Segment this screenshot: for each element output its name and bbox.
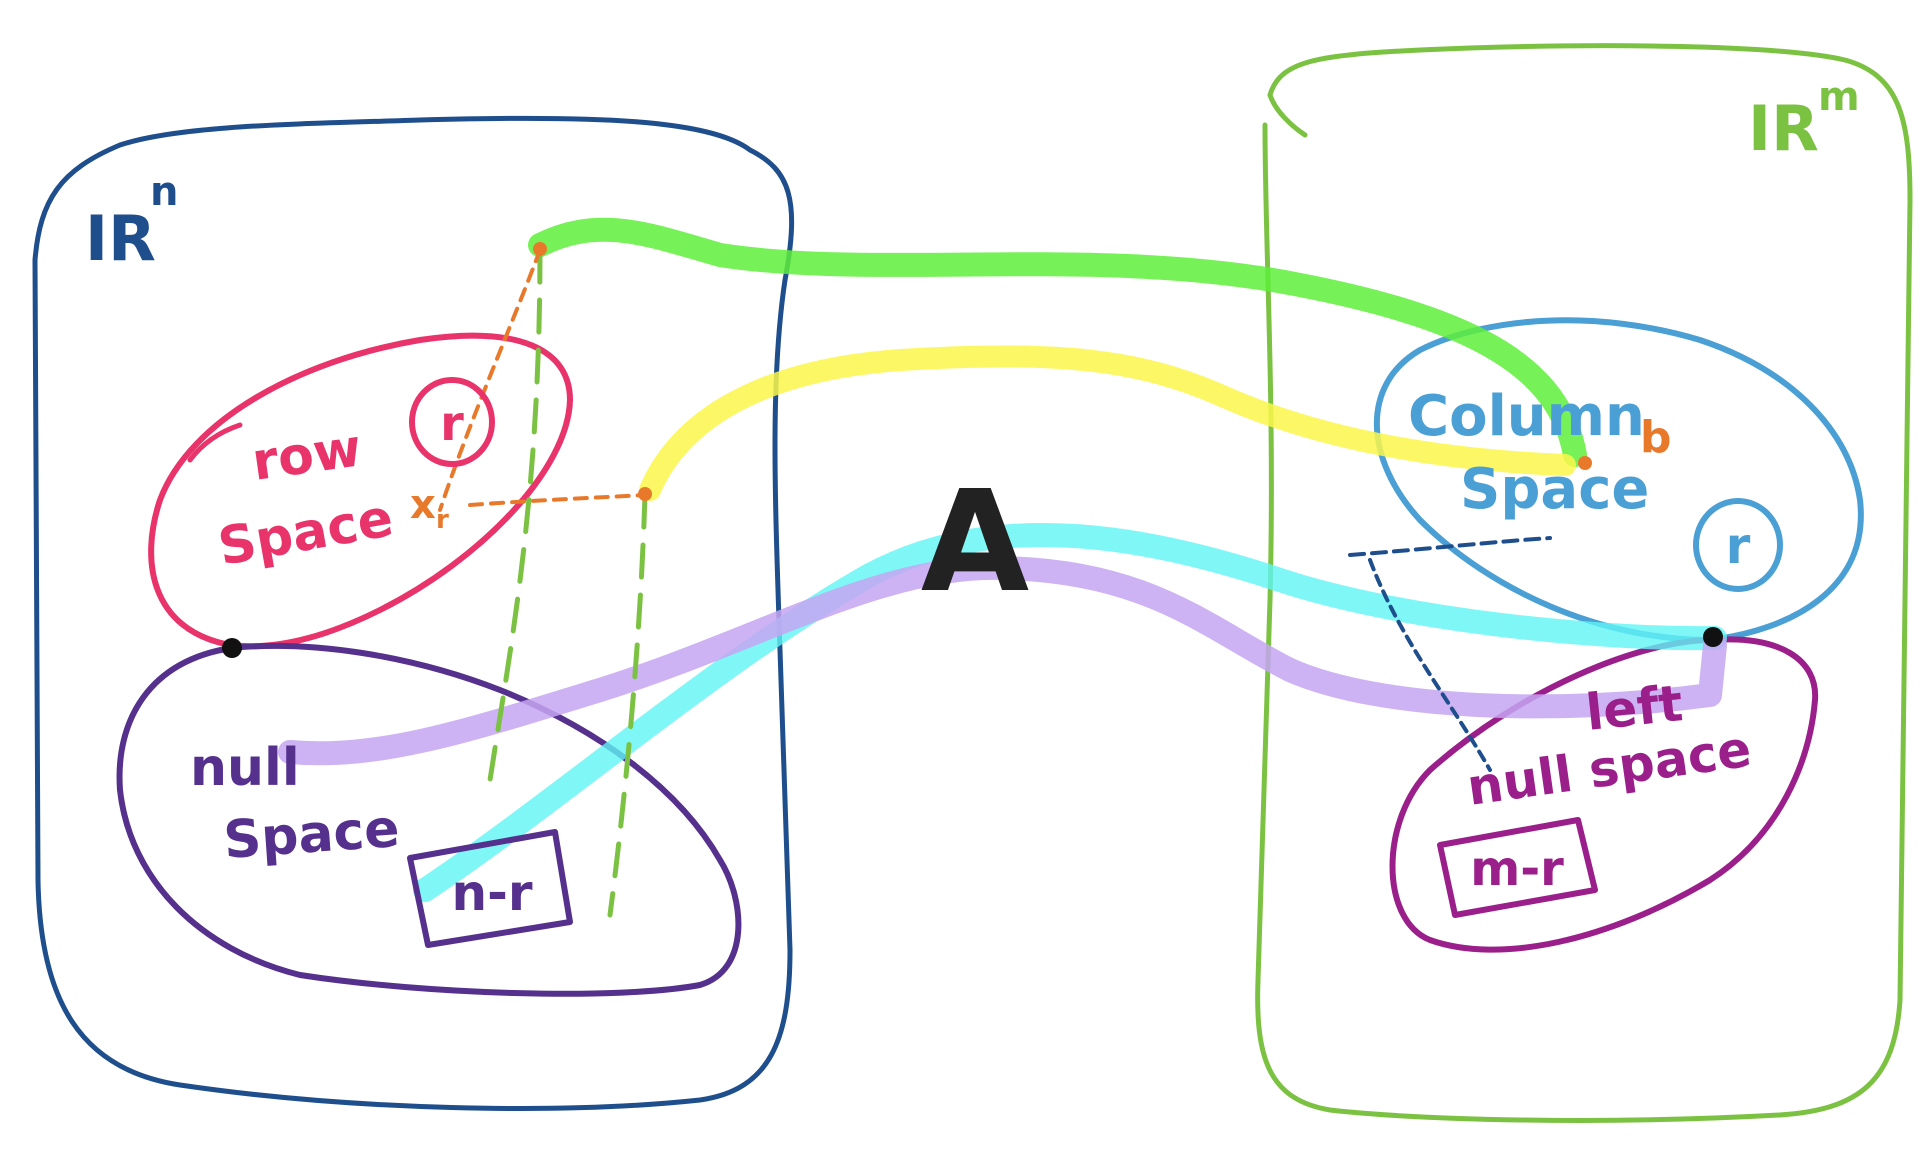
- domain-space-exponent: n: [150, 169, 178, 215]
- domain-origin-point: [222, 638, 242, 658]
- null-space-dim: n-r: [451, 864, 532, 922]
- b-point: [1578, 456, 1592, 470]
- null-space-dim-box: [407, 829, 573, 948]
- null-space-label-line2: Space: [222, 799, 402, 871]
- codomain-outline-tick: [1267, 92, 1308, 138]
- codomain-space-outline: [1255, 43, 1913, 1123]
- orthogonal-dash-horizontal: [468, 493, 647, 507]
- codomain-origin-point: [1703, 627, 1723, 647]
- map-band-xr-to-b: [528, 217, 1587, 467]
- codomain-space-exponent: m: [1818, 74, 1860, 120]
- xr-point: [533, 242, 547, 256]
- row-space-dim: r: [440, 396, 464, 452]
- left-null-pointer-vertical: [1368, 558, 1492, 772]
- left-null-space-dim-box: [1437, 817, 1598, 918]
- column-space-label-line1: Column: [1408, 384, 1645, 449]
- row-space-dim-circle: [409, 377, 495, 467]
- left-null-pointer-horizontal: [1348, 536, 1552, 557]
- matrix-a-label: A: [921, 461, 1029, 624]
- row-space-outline-flick: [187, 422, 243, 463]
- rowspace-projection-point: [638, 487, 652, 501]
- row-space-label-line1: row: [248, 418, 365, 493]
- row-space-label-line2: Space: [214, 488, 398, 578]
- b-label: b: [1640, 412, 1672, 463]
- column-space-dim-circle: [1693, 498, 1783, 592]
- map-band-nullspace-to-zero: [413, 522, 1727, 902]
- projection-dash-xr: [487, 247, 543, 783]
- xr-label: x: [410, 482, 436, 528]
- null-space-label-line1: null: [190, 738, 300, 798]
- map-band-rowspace-to-colspace: [639, 345, 1576, 501]
- codomain-space-label: IR: [1748, 92, 1819, 165]
- column-space-label-line2: Space: [1460, 457, 1649, 522]
- left-null-space-dim: m-r: [1470, 841, 1564, 897]
- null-space-outline: [116, 642, 742, 997]
- xr-subscript: r: [436, 505, 449, 535]
- column-space-dim: r: [1726, 517, 1751, 575]
- left-null-space-outline: [1389, 636, 1819, 953]
- orthogonal-dash-diagonal: [438, 248, 542, 512]
- column-space-outline: [1373, 317, 1864, 643]
- domain-space-label: IR: [85, 202, 156, 275]
- row-space-outline: [148, 332, 573, 650]
- left-null-space-label-line1: left: [1583, 674, 1685, 742]
- projection-dash-rowspace: [607, 492, 648, 918]
- map-band-nullspace-to-leftnull: [278, 555, 1727, 766]
- domain-space-outline: [32, 115, 795, 1111]
